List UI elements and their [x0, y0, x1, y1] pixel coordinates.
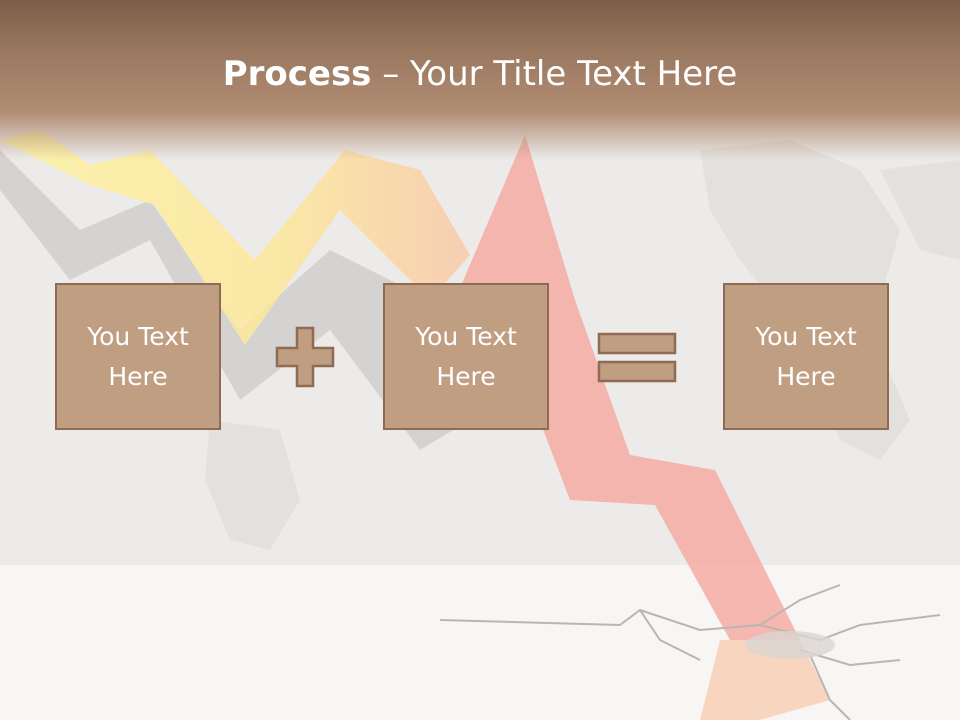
- title-bold: Process: [222, 54, 372, 94]
- red-down-arrow: [455, 135, 800, 640]
- title-bar: [0, 0, 960, 160]
- plus-icon: [275, 326, 335, 388]
- text-box-right-label: You Text Here: [755, 321, 857, 391]
- equals-icon: [597, 332, 677, 383]
- text-box-middle-label: You Text Here: [415, 321, 517, 391]
- text-box-middle[interactable]: You Text Here: [383, 283, 549, 430]
- text-box-left-label: You Text Here: [87, 321, 189, 391]
- text-box-right[interactable]: You Text Here: [723, 283, 889, 430]
- arrow-shadow: [0, 150, 470, 450]
- title-rest: – Your Title Text Here: [371, 54, 738, 94]
- slide-title: Process – Your Title Text Here: [0, 52, 960, 96]
- arrow-tip: [700, 640, 830, 720]
- yellow-zigzag-arrow: [0, 130, 470, 345]
- text-box-left[interactable]: You Text Here: [55, 283, 221, 430]
